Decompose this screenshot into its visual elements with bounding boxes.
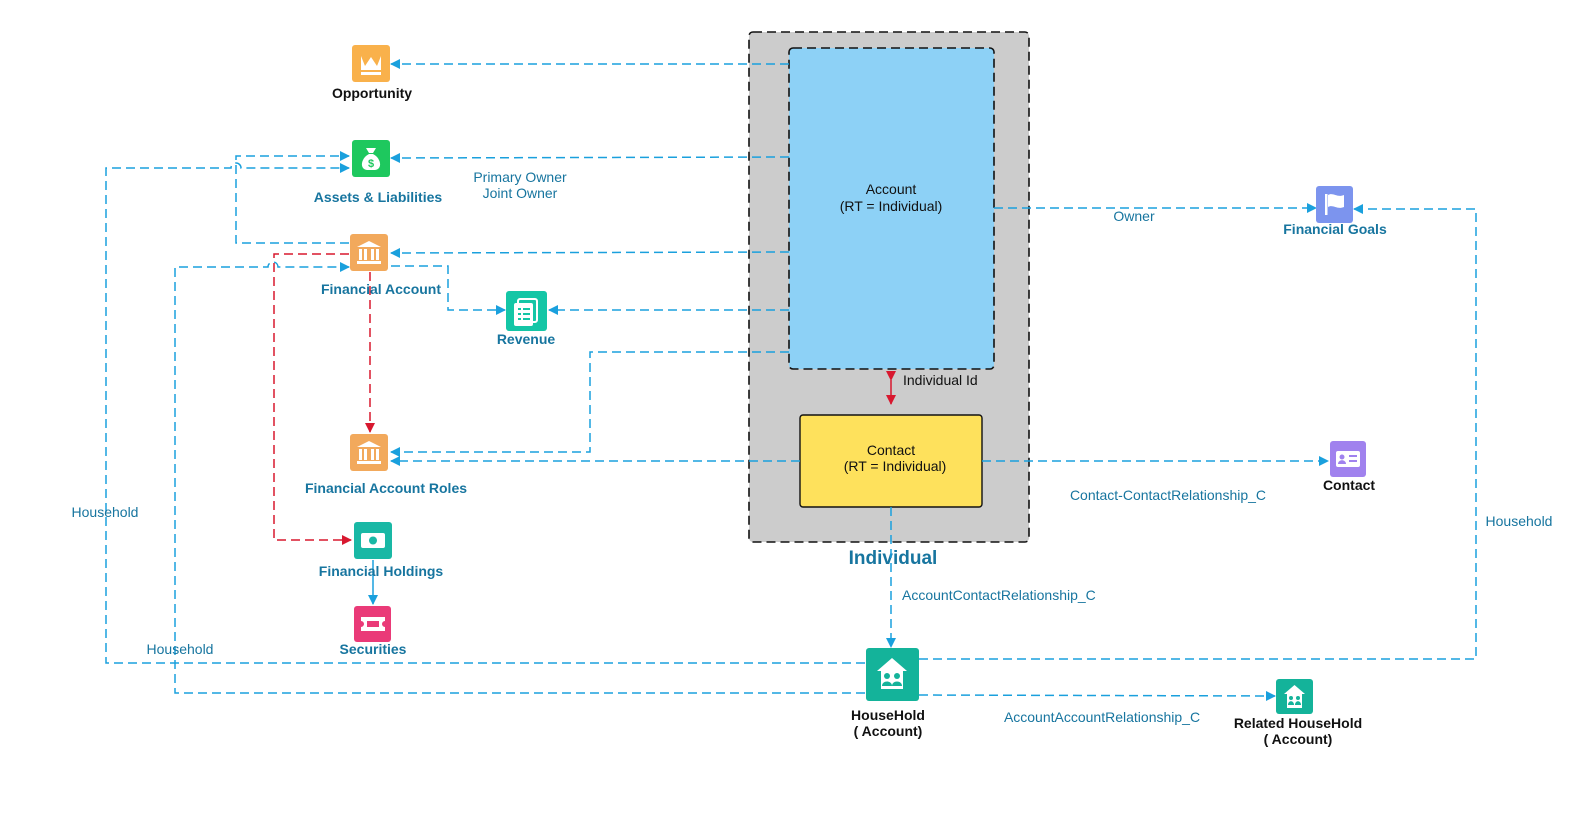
edge-household-financial-goals [919, 204, 1477, 660]
edge-household-related-household [918, 690, 1276, 701]
account-box-subtitle: (RT = Individual) [840, 198, 943, 214]
contact-box-title: Contact [867, 442, 915, 458]
edge-label-joint-owner: Joint Owner [483, 185, 558, 201]
assets-node[interactable]: $ [352, 140, 390, 177]
bank-icon [350, 434, 388, 471]
financial-holdings-node[interactable] [354, 522, 392, 559]
account-box-title: Account [866, 181, 917, 197]
edge-account-assets [390, 152, 790, 163]
opportunity-node[interactable] [352, 45, 390, 82]
edge-label-household-left: Household [72, 504, 139, 520]
securities-node[interactable] [354, 606, 391, 642]
edge-label-account-contact-relationship: AccountContactRelationship_C [902, 587, 1096, 603]
edge-label-primary-owner: Primary Owner [473, 169, 567, 185]
edge-financial-account-assets [235, 151, 350, 244]
edge-household-financial-account [174, 261, 865, 694]
edge-label-individual-id: Individual Id [903, 372, 978, 388]
financial-goals-label: Financial Goals [1283, 221, 1387, 237]
related-household-label-line1: Related HouseHold [1234, 715, 1362, 731]
financial-account-roles-label: Financial Account Roles [305, 480, 467, 496]
household-label-line2: ( Account) [854, 723, 923, 739]
edge-label-account-account-relationship: AccountAccountRelationship_C [1004, 709, 1200, 725]
financial-account-node[interactable] [350, 234, 388, 271]
edge-account-financial-account-roles [390, 351, 789, 457]
edge-label-contact-contact-relationship: Contact-ContactRelationship_C [1070, 487, 1266, 503]
svg-text:$: $ [368, 158, 374, 170]
financial-account-roles-node[interactable] [350, 434, 388, 471]
contact-node[interactable] [1330, 441, 1366, 477]
related-household-node[interactable] [1276, 679, 1313, 714]
financial-holdings-label: Financial Holdings [319, 563, 444, 579]
opportunity-label: Opportunity [332, 85, 412, 101]
edge-financial-account-holdings-red [273, 253, 352, 545]
edge-household-assets [105, 162, 865, 664]
revenue-node[interactable] [506, 291, 547, 331]
revenue-label: Revenue [497, 331, 556, 347]
household-label-line1: HouseHold [851, 707, 925, 723]
individual-group-label: Individual [849, 548, 938, 569]
financial-account-label: Financial Account [321, 281, 441, 297]
contact-box-subtitle: (RT = Individual) [844, 458, 947, 474]
securities-label: Securities [340, 641, 407, 657]
edge-label-household-mid: Household [147, 641, 214, 657]
bank-icon [350, 234, 388, 271]
edge-financial-account-revenue [391, 265, 506, 315]
financial-goals-node[interactable] [1316, 186, 1353, 223]
edge-label-household-right: Household [1486, 513, 1553, 529]
edge-label-owner: Owner [1113, 208, 1155, 224]
contact-label: Contact [1323, 477, 1375, 493]
related-household-label-line2: ( Account) [1264, 731, 1333, 747]
assets-label: Assets & Liabilities [314, 189, 443, 205]
edge-account-financial-account [390, 247, 790, 258]
household-node[interactable] [866, 648, 919, 701]
account-box[interactable] [788, 47, 995, 370]
